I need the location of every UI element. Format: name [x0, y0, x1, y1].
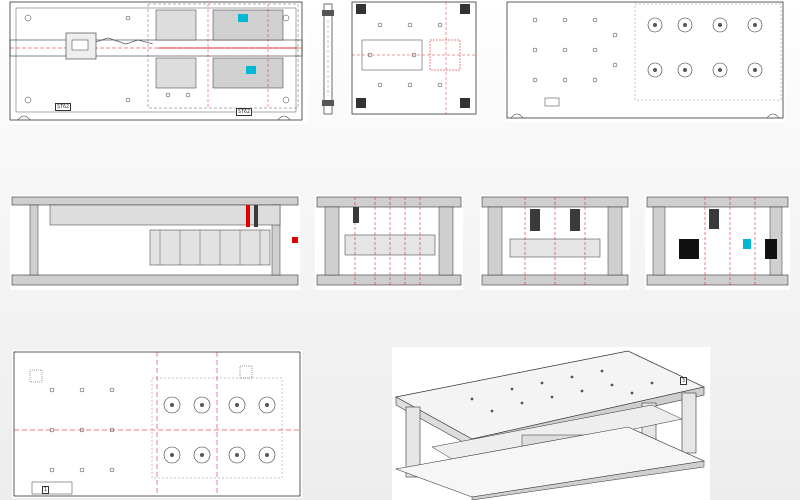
view-section-a[interactable] — [315, 195, 463, 290]
view-section-long[interactable] — [10, 195, 300, 290]
view-plate-plan-b[interactable] — [350, 0, 478, 118]
view-side-elevation[interactable] — [320, 0, 336, 118]
view-isometric[interactable]: 3 — [392, 347, 710, 500]
view-section-c[interactable] — [645, 195, 790, 290]
section-b-svg — [481, 196, 629, 286]
bottom-right-tag: 3 — [680, 377, 688, 385]
plate-plan-b-svg — [351, 1, 477, 115]
view-top-plan[interactable]: ST62 ST62 — [8, 0, 308, 124]
top-plan-svg — [9, 1, 303, 121]
view-section-b[interactable] — [480, 195, 630, 290]
view-bottom-plan[interactable]: 1 — [12, 350, 302, 498]
section-a-svg — [316, 196, 462, 286]
top-left-tag: ST62 — [55, 103, 72, 111]
bottom-plan-svg — [13, 351, 301, 497]
plate-plan-c-svg — [506, 1, 784, 119]
bottom-left-tag: 1 — [42, 486, 50, 494]
section-long-svg — [11, 196, 299, 286]
view-plate-plan-c[interactable] — [505, 0, 785, 122]
section-c-svg — [646, 196, 789, 286]
top-right-tag: ST62 — [236, 108, 253, 116]
isometric-svg — [394, 350, 706, 500]
side-elevation-svg — [322, 3, 334, 115]
